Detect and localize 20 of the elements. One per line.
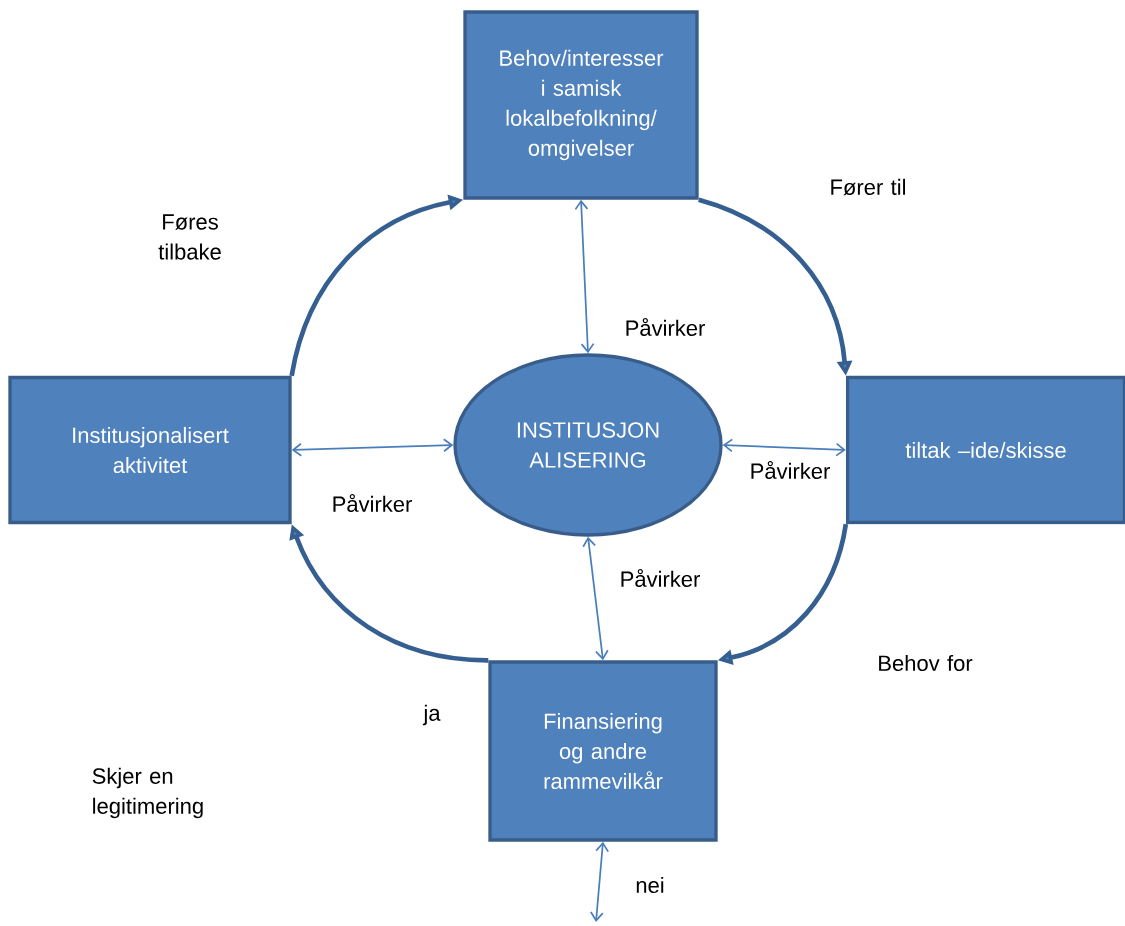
edge-label: Påvirker [621, 569, 700, 587]
process-box: Behov/interesser i samisk lokalbefolkning/ omgivelser [463, 10, 699, 200]
arrow [574, 199, 595, 354]
process-box: Institusjonalisert aktivitet [8, 375, 292, 525]
edge-label: Føres tilbake [158, 214, 221, 260]
edge-label: Fører til [831, 178, 905, 196]
edge-label: Behov for [879, 654, 973, 672]
note-text: Skjer en legitimering [92, 767, 203, 819]
arrow [590, 841, 610, 922]
edge-label: Påvirker [626, 318, 705, 336]
edge-label: ja [422, 704, 441, 726]
ellipse-node: INSTITUSJON ALISERING [453, 353, 723, 537]
edge-label: Påvirker [333, 494, 412, 512]
arrow [582, 536, 609, 661]
arrow [722, 438, 846, 457]
edge-label: nei [636, 876, 664, 894]
arrow [291, 438, 454, 457]
process-box: tiltak –ide/skisse [845, 375, 1125, 525]
process-box: Finansiering og andre rammevilkår [488, 660, 718, 842]
edge-label: Påvirker [751, 461, 830, 479]
